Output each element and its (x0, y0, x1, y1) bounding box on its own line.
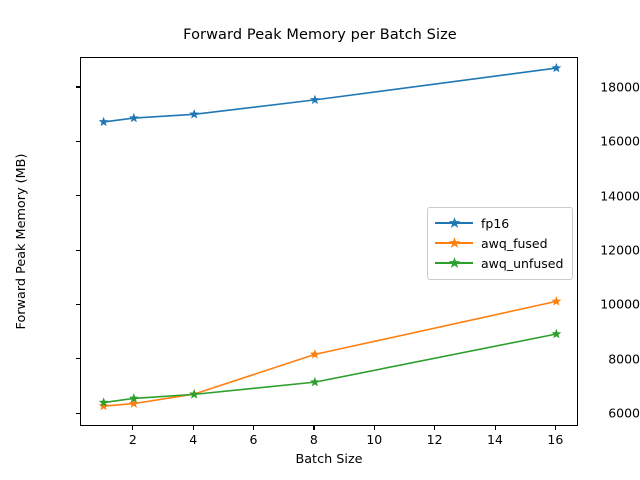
y-tick-mark (76, 195, 80, 197)
series-line (103, 333, 557, 404)
series-fp16 (98, 62, 562, 127)
x-tick-label: 8 (309, 432, 318, 447)
star-marker-icon (448, 237, 461, 248)
data-point-marker (309, 349, 320, 359)
legend-swatch-icon (435, 256, 473, 270)
y-tick-label: 14000 (600, 188, 640, 204)
legend-item: fp16 (435, 213, 565, 233)
x-tick-mark (373, 426, 375, 430)
y-tick-label: 6000 (608, 405, 640, 421)
data-point-marker (98, 116, 109, 127)
y-tick-mark (76, 140, 80, 142)
x-tick-label: 4 (189, 432, 198, 447)
data-point-marker (128, 393, 139, 403)
x-tick-mark (494, 426, 496, 430)
series-awq_fused (98, 296, 562, 411)
data-point-marker (551, 328, 562, 339)
x-tick-mark (192, 426, 194, 430)
x-tick-label: 2 (128, 432, 137, 447)
data-point-marker (189, 109, 200, 119)
y-axis-label: Forward Peak Memory (MB) (14, 153, 29, 330)
data-point-marker (189, 389, 200, 399)
legend-label-awq-unfused: awq_unfused (481, 255, 564, 271)
data-point-marker (98, 397, 109, 407)
x-tick-label: 12 (426, 432, 443, 447)
data-point-marker (128, 398, 139, 408)
data-point-marker (309, 94, 320, 105)
legend-item: awq_fused (435, 233, 565, 253)
y-tick-mark (76, 303, 80, 306)
x-tick-label: 10 (366, 432, 383, 447)
chart-title: Forward Peak Memory per Batch Size (183, 27, 457, 43)
y-tick-label: 18000 (600, 79, 640, 95)
x-tick-label: 16 (547, 432, 564, 447)
series-line (103, 67, 557, 123)
x-tick-label: 6 (249, 432, 258, 447)
x-tick-mark (132, 426, 134, 430)
x-tick-label: 14 (487, 432, 503, 447)
legend-label-awq-fused: awq_fused (481, 235, 548, 251)
x-tick-mark (434, 426, 436, 430)
x-tick-mark (313, 426, 315, 430)
series-line (103, 300, 557, 407)
y-tick-mark (76, 86, 80, 88)
y-tick-label: 10000 (600, 296, 640, 312)
data-point-marker (551, 296, 562, 306)
y-tick-label: 16000 (600, 133, 640, 149)
y-tick-label: 12000 (600, 242, 640, 258)
x-tick-mark (253, 426, 255, 430)
legend-label-fp16: fp16 (481, 215, 510, 231)
star-marker-icon (448, 257, 461, 268)
legend-item: awq_unfused (435, 253, 565, 273)
data-point-marker (128, 112, 139, 123)
data-point-marker (551, 62, 562, 73)
series-awq_unfused (98, 328, 562, 407)
x-tick-mark (554, 426, 556, 430)
x-axis-label: Batch Size (295, 452, 363, 467)
data-point-marker (309, 376, 320, 387)
legend-swatch-icon (435, 236, 473, 250)
star-marker-icon (448, 217, 461, 228)
y-tick-label: 8000 (608, 351, 640, 367)
legend-swatch-icon (435, 216, 473, 230)
y-tick-mark (76, 249, 80, 251)
legend[interactable]: fp16 awq_fused awq_unfused (427, 207, 573, 280)
y-tick-mark (76, 358, 80, 360)
series-lines (98, 62, 562, 411)
y-tick-mark (76, 412, 80, 414)
data-point-marker (98, 400, 109, 411)
